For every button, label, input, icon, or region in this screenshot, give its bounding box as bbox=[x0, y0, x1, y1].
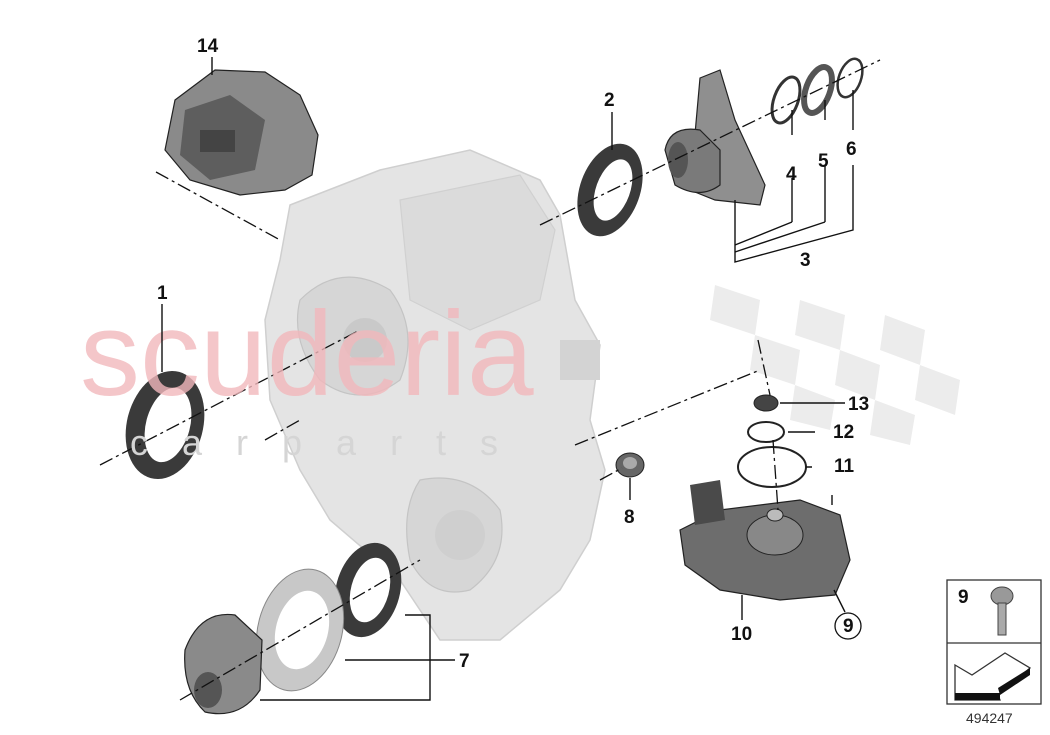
checkered-flag-watermark bbox=[710, 285, 960, 445]
label-14: 14 bbox=[197, 36, 219, 57]
part-2-seal bbox=[577, 143, 643, 237]
part-12-o-ring bbox=[747, 421, 785, 443]
label-7: 7 bbox=[459, 651, 470, 672]
center-lines bbox=[99, 59, 881, 701]
part-7-seal-set bbox=[184, 542, 402, 715]
part-8-plug bbox=[615, 452, 645, 478]
label-10: 10 bbox=[731, 624, 752, 645]
label-12: 12 bbox=[833, 422, 854, 443]
bolt-icon bbox=[990, 586, 1014, 636]
watermark-sub: c a r p a r t s bbox=[130, 422, 510, 463]
part-labels: 14 2 1 4 5 6 3 13 12 11 8 10 9 7 bbox=[157, 36, 869, 672]
part-4-ring bbox=[770, 75, 802, 125]
label-5: 5 bbox=[818, 151, 829, 172]
leader-lines bbox=[161, 57, 854, 701]
label-3: 3 bbox=[800, 250, 811, 271]
part-1-seal bbox=[125, 370, 205, 480]
legend-box: 9 494247 bbox=[946, 579, 1042, 726]
label-2: 2 bbox=[604, 90, 615, 111]
label-9-circle bbox=[834, 612, 862, 640]
part-3-flange bbox=[664, 69, 766, 206]
part-6-circlip bbox=[836, 57, 864, 99]
label-13: 13 bbox=[848, 394, 869, 415]
watermark-brand: scuderia bbox=[80, 287, 534, 421]
transfer-case-housing bbox=[264, 149, 606, 641]
part-11-o-ring bbox=[737, 446, 807, 488]
part-13-seal bbox=[753, 394, 779, 412]
part-14-mount bbox=[164, 69, 319, 196]
diagram-id: 494247 bbox=[966, 710, 1013, 726]
label-8: 8 bbox=[624, 507, 635, 528]
label-11: 11 bbox=[834, 456, 855, 477]
arrow-icon bbox=[954, 652, 1032, 701]
label-1: 1 bbox=[157, 283, 168, 304]
part-10-actuator bbox=[679, 480, 851, 601]
part-5-shim bbox=[801, 64, 835, 116]
label-9: 9 bbox=[843, 616, 854, 637]
legend-part-number: 9 bbox=[958, 587, 969, 608]
label-4: 4 bbox=[786, 164, 797, 185]
label-6: 6 bbox=[846, 139, 857, 160]
